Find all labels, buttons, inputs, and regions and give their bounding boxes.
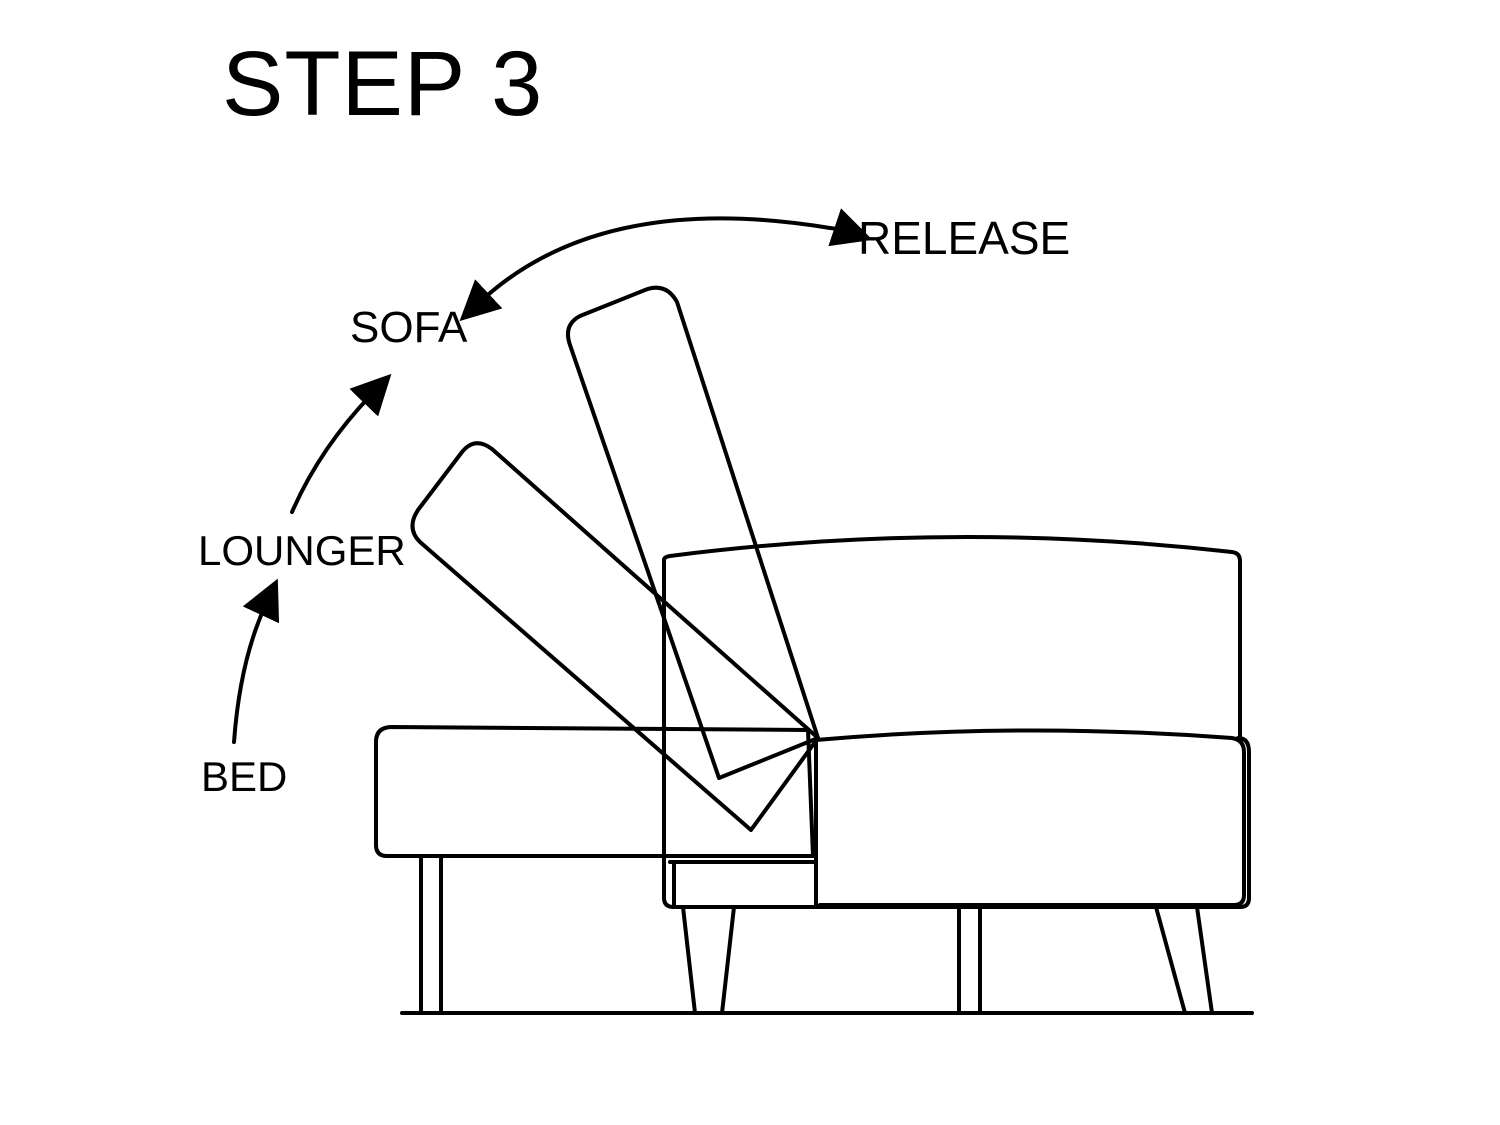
bed-label: BED — [201, 753, 288, 800]
sofa-base-frame — [662, 558, 1251, 909]
release-arrow-tail — [828, 208, 873, 247]
sofa-leg-middle — [957, 905, 982, 1015]
extension-leg — [419, 854, 443, 1015]
backrest-sofa-position — [566, 285, 820, 780]
lounger-to-sofa-arrow — [290, 373, 392, 514]
sofa-seat-cushion — [814, 728, 1246, 907]
sofa-leg-back — [1154, 905, 1214, 1015]
release-arrow — [459, 216, 832, 322]
backrest-upright — [662, 534, 1242, 742]
sofa-leg-front — [681, 905, 736, 1015]
sofa-label: SOFA — [350, 303, 468, 352]
lounger-label: LOUNGER — [198, 527, 406, 574]
bed-extension-seat — [374, 725, 815, 858]
backrest-lounger-position — [410, 441, 820, 832]
step-title: STEP 3 — [222, 33, 544, 135]
release-label: RELEASE — [858, 212, 1071, 264]
bed-to-lounger-arrow — [232, 578, 280, 744]
